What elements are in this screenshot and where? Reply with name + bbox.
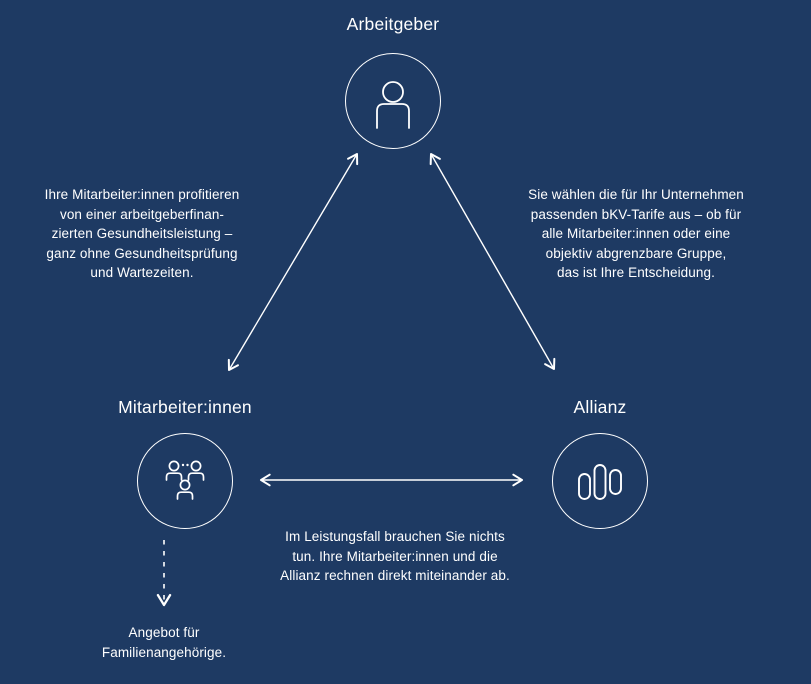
annotation-familienangebot: Angebot für Familienangehörige. — [101, 625, 227, 660]
node-circle-allianz — [552, 433, 648, 529]
node-label-arbeitgeber: Arbeitgeber — [346, 14, 440, 34]
node-circle-arbeitgeber — [345, 53, 441, 149]
node-label-allianz: Allianz — [573, 397, 627, 417]
allianz-logo-bars-icon — [578, 464, 622, 500]
annotation-arbeitgeber-mitarbeiter: Ihre Mitarbeiter:innen profitieren von e… — [44, 187, 240, 280]
node-circle-mitarbeiter — [137, 433, 233, 529]
annotation-arbeitgeber-allianz: Sie wählen die für Ihr Unternehmen passe… — [528, 187, 744, 280]
node-label-mitarbeiter: Mitarbeiter:innen — [118, 397, 252, 417]
people-group-icon — [165, 460, 205, 500]
annotation-mitarbeiter-allianz: Im Leistungsfall brauchen Sie nichts tun… — [280, 529, 510, 583]
person-icon — [376, 81, 410, 129]
